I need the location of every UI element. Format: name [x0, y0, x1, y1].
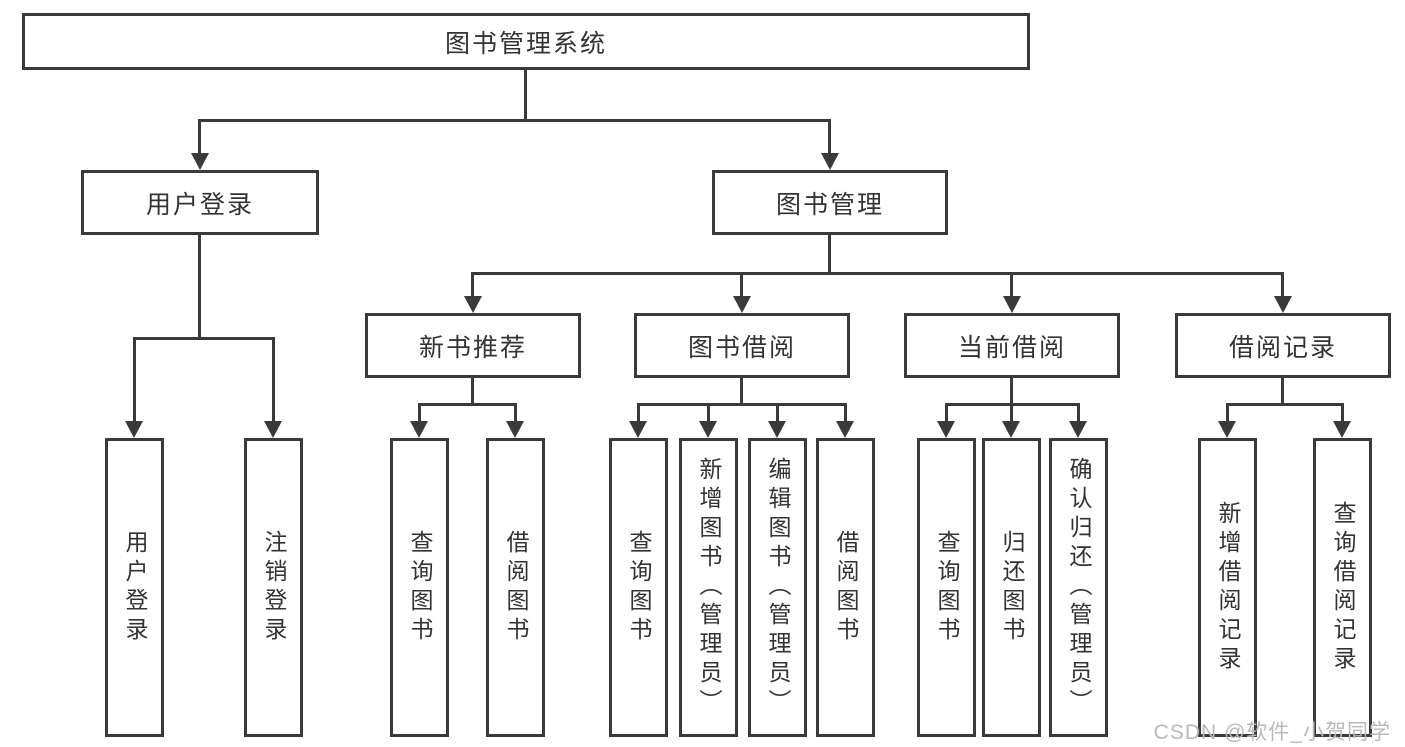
- connector-level2-bus: [198, 119, 831, 122]
- connector-user-login-stem: [198, 235, 201, 339]
- arrowhead-g4-confirm-return: [1069, 421, 1087, 438]
- arrowhead-leaf-logout: [264, 421, 282, 438]
- leaf-borrow-books-recommend: 借阅图书: [486, 438, 545, 737]
- leaf-user-login-label: 用户登录: [122, 529, 148, 646]
- connector-drop-g2-borrow-books: [514, 403, 517, 423]
- node-new-book-recommend-label: 新书推荐: [418, 333, 527, 362]
- leaf-add-book-admin-label: 新增图书（管理员）: [696, 457, 722, 718]
- leaf-query-books-borrow: 查询图书: [609, 438, 668, 737]
- connector-drop-current-borrow: [1010, 272, 1013, 298]
- connector-new-book-recommend-stem: [471, 378, 474, 405]
- leaf-logout: 注销登录: [244, 438, 303, 737]
- node-user-login-label: 用户登录: [145, 190, 254, 219]
- arrowhead-new-book-recommend: [464, 296, 482, 313]
- node-root-label: 图书管理系统: [444, 29, 607, 58]
- arrowhead-g4-query-books: [937, 421, 955, 438]
- leaf-add-borrow-record: 新增借阅记录: [1198, 438, 1257, 737]
- leaf-query-books-current-label: 查询图书: [934, 529, 960, 646]
- connector-drop-leaf-logout: [272, 337, 275, 423]
- connector-drop-book-management: [828, 119, 831, 155]
- connector-drop-leaf-user-login: [133, 337, 136, 423]
- connector-book-management-stem: [828, 235, 831, 275]
- connector-user-login-bus: [133, 337, 275, 340]
- connector-current-borrow-stem: [1010, 378, 1013, 405]
- leaf-query-books-borrow-label: 查询图书: [626, 529, 652, 646]
- leaf-borrow-books: 借阅图书: [816, 438, 875, 737]
- connector-new-book-recommend-bus: [418, 403, 517, 406]
- arrowhead-g4-return-book: [1002, 421, 1020, 438]
- connector-drop-g5-query-record: [1341, 403, 1344, 423]
- arrowhead-leaf-user-login: [125, 421, 143, 438]
- connector-borrow-records-bus: [1226, 403, 1344, 406]
- leaf-add-borrow-record-label: 新增借阅记录: [1215, 500, 1241, 675]
- leaf-query-books-recommend: 查询图书: [390, 438, 449, 737]
- leaf-query-borrow-record: 查询借阅记录: [1313, 438, 1372, 737]
- node-borrow-records-label: 借阅记录: [1228, 333, 1337, 362]
- connector-drop-book-borrow: [740, 272, 743, 298]
- arrowhead-book-borrow: [733, 296, 751, 313]
- arrowhead-user-login: [191, 153, 209, 170]
- arrowhead-g3-edit-book: [768, 421, 786, 438]
- leaf-return-book-label: 归还图书: [999, 529, 1025, 646]
- arrowhead-g5-add-record: [1218, 421, 1236, 438]
- connector-borrow-records-stem: [1281, 378, 1284, 405]
- leaf-query-books-recommend-label: 查询图书: [407, 529, 433, 646]
- arrowhead-borrow-records: [1274, 296, 1292, 313]
- leaf-query-books-current: 查询图书: [917, 438, 976, 737]
- leaf-edit-book-admin-label: 编辑图书（管理员）: [765, 457, 791, 718]
- node-book-management: 图书管理: [712, 170, 948, 235]
- leaf-return-book: 归还图书: [982, 438, 1041, 737]
- connector-drop-g3-borrow-books: [844, 403, 847, 423]
- arrowhead-current-borrow: [1003, 296, 1021, 313]
- leaf-confirm-return-admin: 确认归还（管理员）: [1049, 438, 1108, 737]
- connector-drop-user-login: [198, 119, 201, 155]
- arrowhead-g2-query-books: [410, 421, 428, 438]
- leaf-borrow-books-recommend-label: 借阅图书: [503, 529, 529, 646]
- leaf-user-login: 用户登录: [105, 438, 164, 737]
- connector-level3-bus: [471, 272, 1284, 275]
- node-new-book-recommend: 新书推荐: [365, 313, 581, 378]
- arrowhead-book-management: [821, 153, 839, 170]
- node-user-login: 用户登录: [81, 170, 319, 235]
- node-current-borrow: 当前借阅: [904, 313, 1120, 378]
- arrowhead-g2-borrow-books: [506, 421, 524, 438]
- node-borrow-records: 借阅记录: [1175, 313, 1391, 378]
- leaf-borrow-books-label: 借阅图书: [833, 529, 859, 646]
- connector-drop-g3-edit-book: [776, 403, 779, 423]
- connector-drop-g2-query-books: [418, 403, 421, 423]
- leaf-add-book-admin: 新增图书（管理员）: [679, 438, 738, 737]
- leaf-logout-label: 注销登录: [261, 529, 287, 646]
- leaf-edit-book-admin: 编辑图书（管理员）: [748, 438, 807, 737]
- connector-book-borrow-bus: [637, 403, 847, 406]
- connector-book-borrow-stem: [740, 378, 743, 405]
- connector-drop-borrow-records: [1281, 272, 1284, 298]
- connector-root-stem: [524, 70, 527, 120]
- arrowhead-g5-query-record: [1333, 421, 1351, 438]
- arrowhead-g3-add-book: [699, 421, 717, 438]
- node-book-borrow-label: 图书借阅: [687, 333, 796, 362]
- arrowhead-g3-borrow-books: [836, 421, 854, 438]
- node-book-management-label: 图书管理: [775, 190, 884, 219]
- node-current-borrow-label: 当前借阅: [957, 333, 1066, 362]
- connector-drop-g4-return-book: [1010, 403, 1013, 423]
- connector-drop-new-book-recommend: [471, 272, 474, 298]
- leaf-confirm-return-admin-label: 确认归还（管理员）: [1066, 457, 1092, 718]
- node-book-borrow: 图书借阅: [634, 313, 850, 378]
- connector-drop-g5-add-record: [1226, 403, 1229, 423]
- leaf-query-borrow-record-label: 查询借阅记录: [1330, 500, 1356, 675]
- arrowhead-g3-query-books: [629, 421, 647, 438]
- node-library-management-system: 图书管理系统: [22, 13, 1030, 70]
- connector-drop-g4-query-books: [945, 403, 948, 423]
- connector-drop-g3-query-books: [637, 403, 640, 423]
- connector-drop-g3-add-book: [707, 403, 710, 423]
- connector-drop-g4-confirm-return: [1077, 403, 1080, 423]
- csdn-watermark: CSDN @软件_小贺同学: [1153, 721, 1391, 744]
